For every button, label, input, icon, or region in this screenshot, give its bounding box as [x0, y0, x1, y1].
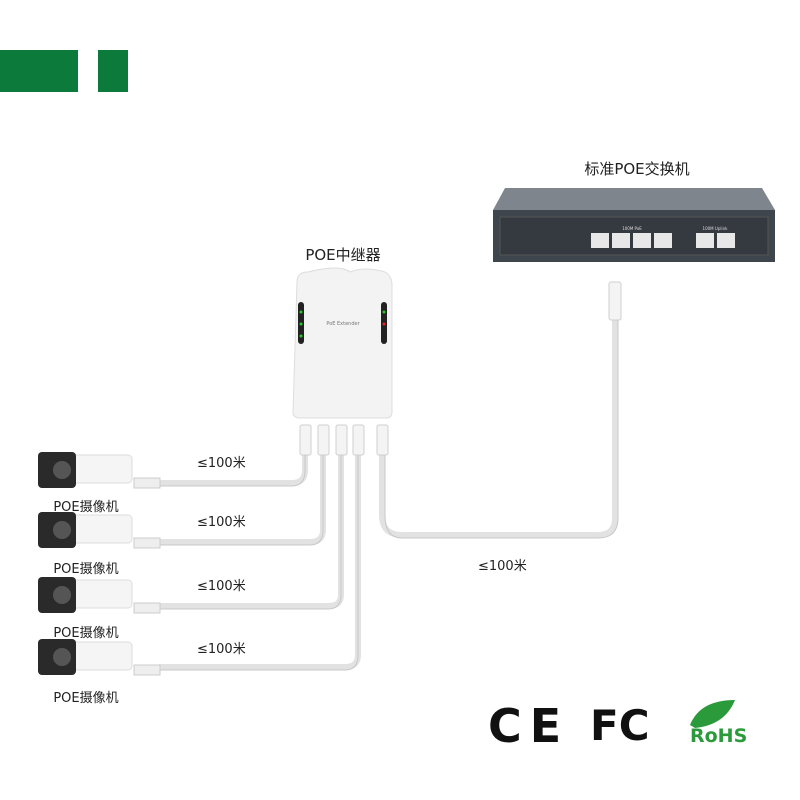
brand-bar-right — [98, 50, 128, 92]
ce-logo: CE — [488, 699, 569, 753]
poe-ports — [591, 233, 735, 248]
camera-label: POE摄像机 — [53, 626, 118, 641]
poe-ports-label: 100M PoE — [622, 226, 642, 231]
camera-label: POE摄像机 — [53, 562, 118, 577]
camera-1 — [38, 452, 161, 489]
extender-device-text: PoE Extender — [326, 321, 360, 327]
camera-3 — [38, 577, 161, 614]
poe-extender: POE中继器 PoE Extender — [292, 246, 393, 419]
camera-2 — [38, 512, 161, 549]
rj45-connectors — [299, 281, 622, 456]
uplink-ports-label: 100M Uplink — [703, 226, 729, 231]
distance-label: ≤100米 — [197, 456, 246, 471]
switch-uplink-plug — [608, 281, 622, 321]
camera-label: POE摄像机 — [53, 500, 118, 515]
distance-label: ≤100米 — [197, 579, 246, 594]
brand-bar-left — [0, 50, 78, 92]
poe-switch: 标准POE交换机 100M PoE 100M Uplink — [493, 160, 775, 262]
camera-4 — [38, 639, 161, 676]
distance-label: ≤100米 — [197, 515, 246, 530]
fc-logo: FC — [590, 701, 650, 750]
switch-title: 标准POE交换机 — [584, 160, 689, 178]
uplink-distance-label: ≤100米 — [478, 559, 527, 574]
camera-label: POE摄像机 — [53, 691, 118, 706]
distance-label: ≤100米 — [197, 642, 246, 657]
rohs-logo: RoHS — [690, 700, 747, 747]
extender-title: POE中继器 — [305, 246, 380, 264]
svg-text:RoHS: RoHS — [690, 725, 747, 747]
